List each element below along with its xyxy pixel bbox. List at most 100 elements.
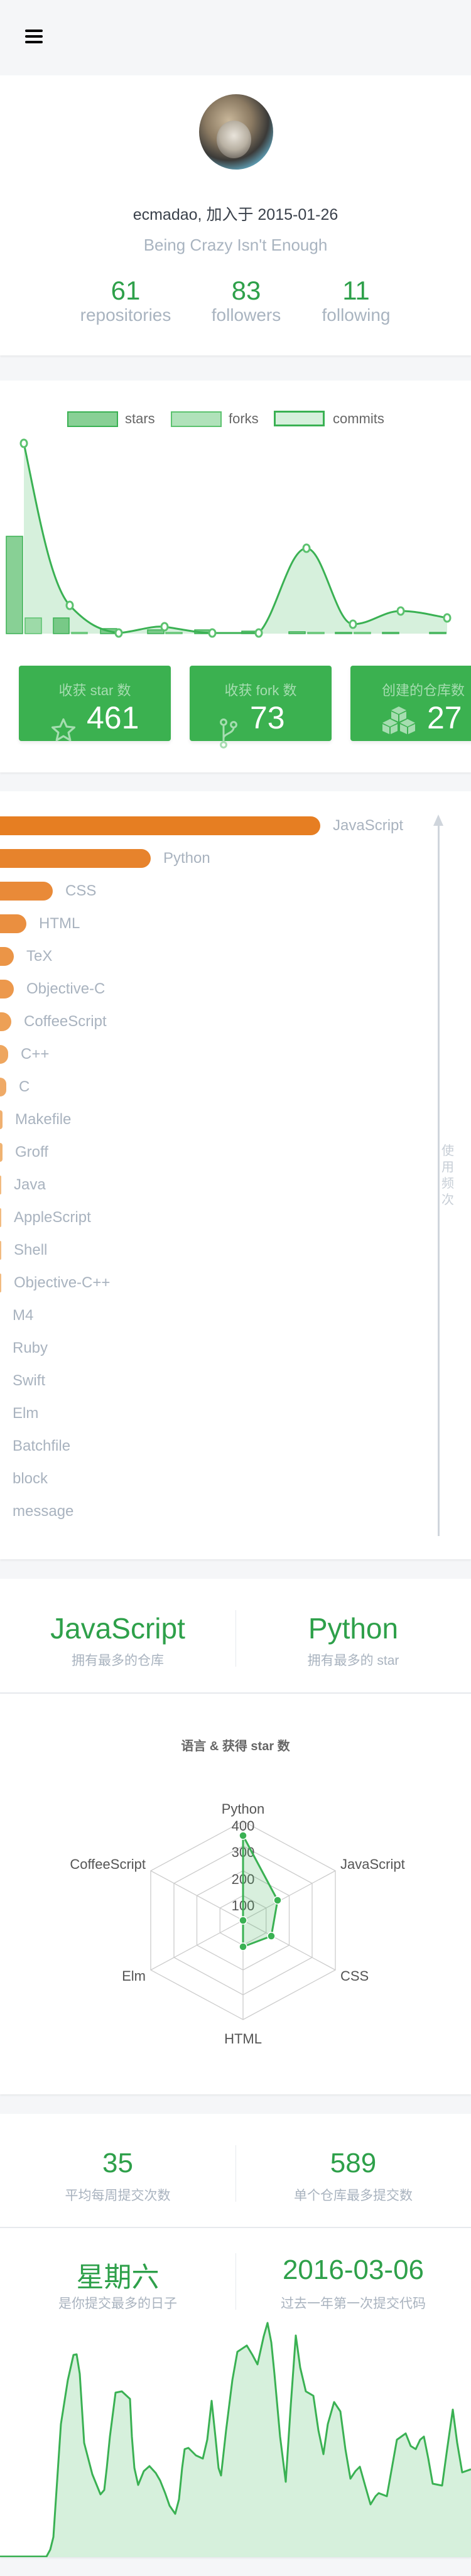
star-icon [51,718,76,742]
legend-forks-label[interactable]: forks [229,411,259,426]
divider [0,1692,471,1694]
language-bar [0,980,14,998]
top-bar [0,0,471,75]
language-bar [0,914,26,933]
fork-icon [220,718,237,749]
card-value: 461 [87,700,139,735]
most-repos-language-label: 拥有最多的仓库 [72,1653,164,1668]
language-label: C++ [21,1046,50,1063]
most-stars-language: Python [308,1612,399,1645]
svg-text:JavaScript: JavaScript [340,1856,405,1872]
language-row: Swift [0,1372,45,1390]
usage-axis-line [438,823,440,1536]
stat-following[interactable]: 11 following [293,276,419,325]
language-label: CSS [65,882,97,899]
max-repo-commits: 589 [330,2148,377,2178]
language-label: AppleScript [14,1209,91,1226]
language-row: AppleScript [0,1208,91,1227]
stat-value: 61 [111,276,141,305]
first-commit-date: 2016-03-06 [282,2254,425,2285]
legend-stars-swatch[interactable] [67,411,118,427]
stat-followers[interactable]: 83 followers [183,276,309,325]
card-title: 收获 fork 数 [224,683,297,698]
language-label: TeX [26,948,53,965]
language-row: CoffeeScript [0,1012,107,1031]
language-row: Elm [0,1404,38,1423]
svg-text:400: 400 [232,1818,255,1834]
legend-commits-label[interactable]: commits [333,411,384,426]
avatar [199,94,273,170]
most-active-weekday-label: 是你提交最多的日子 [58,2297,177,2311]
language-label: Java [14,1176,46,1193]
card-value: 73 [250,700,285,735]
card-value: 27 [427,700,462,735]
language-row: Java [0,1176,46,1194]
avg-weekly-commits: 35 [102,2148,133,2178]
language-bar [0,1176,1,1194]
language-row: JavaScript [0,816,403,835]
avg-weekly-commits-label: 平均每周提交次数 [65,2189,171,2203]
language-label: Objective-C++ [14,1274,111,1291]
card-title: 收获 star 数 [58,683,131,698]
language-row: block [0,1469,48,1488]
language-label: Makefile [15,1111,72,1128]
most-active-weekday: 星期六 [76,2262,160,2293]
language-label: Python [163,850,210,867]
language-bar [0,816,320,835]
language-row: C++ [0,1045,49,1064]
language-label: C [19,1078,30,1095]
svg-text:Python: Python [222,1801,265,1817]
language-label: message [13,1503,74,1520]
language-label: Objective-C [26,980,106,997]
card-repos-created: 创建的仓库数 27 [350,666,471,741]
language-bar [0,849,151,868]
legend-commits-swatch[interactable] [274,411,325,426]
language-label: Ruby [13,1339,48,1356]
language-bar [0,947,14,966]
language-row: Ruby [0,1339,48,1358]
language-row: C [0,1078,30,1096]
card-title: 创建的仓库数 [382,683,465,698]
legend-stars-label[interactable]: stars [125,411,155,426]
language-label: JavaScript [333,817,404,834]
radar-chart: 400300 200100 Python JavaScript CSS HTML… [70,1801,405,2047]
max-repo-commits-label: 单个仓库最多提交数 [294,2189,413,2203]
svg-text:CoffeeScript: CoffeeScript [70,1856,146,1872]
radar-panel [0,1694,471,2094]
language-row: TeX [0,947,52,966]
language-bar [0,1208,1,1227]
language-row: CSS [0,882,96,901]
language-row: Shell [0,1241,47,1260]
stat-label: repositories [80,305,171,325]
svg-text:Elm: Elm [122,1968,146,1984]
user-name-joined: ecmadao, 加入于 2015-01-26 [133,206,338,224]
language-label: Shell [14,1242,48,1258]
language-row: HTML [0,914,80,933]
legend-forks-swatch[interactable] [171,411,222,427]
stat-value: 83 [231,276,261,305]
language-row: Batchfile [0,1437,70,1456]
first-commit-date-label: 过去一年第一次提交代码 [281,2297,426,2311]
most-stars-language-label: 拥有最多的 star [307,1653,399,1668]
language-bar [0,1274,1,1292]
language-label: block [13,1470,48,1487]
language-row: M4 [0,1306,33,1325]
language-label: Elm [13,1405,39,1422]
language-label: Groff [15,1144,48,1161]
language-row: Python [0,849,210,868]
cubes-icon [382,706,415,734]
card-forks-received: 收获 fork 数 73 [190,666,332,749]
weekly-commits-area-chart [0,2322,471,2557]
language-label: Swift [13,1372,46,1389]
stat-label: following [322,305,391,325]
user-bio: Being Crazy Isn't Enough [143,235,328,254]
hamburger-menu-icon[interactable] [25,30,43,44]
language-bar [0,1110,3,1129]
divider [0,2227,471,2228]
language-label: CoffeeScript [24,1013,107,1030]
stat-repositories[interactable]: 61 repositories [63,276,188,325]
stat-value: 11 [342,276,370,305]
axis-arrow-up-icon [433,814,443,826]
language-bar [0,882,53,901]
language-row: Makefile [0,1110,71,1129]
